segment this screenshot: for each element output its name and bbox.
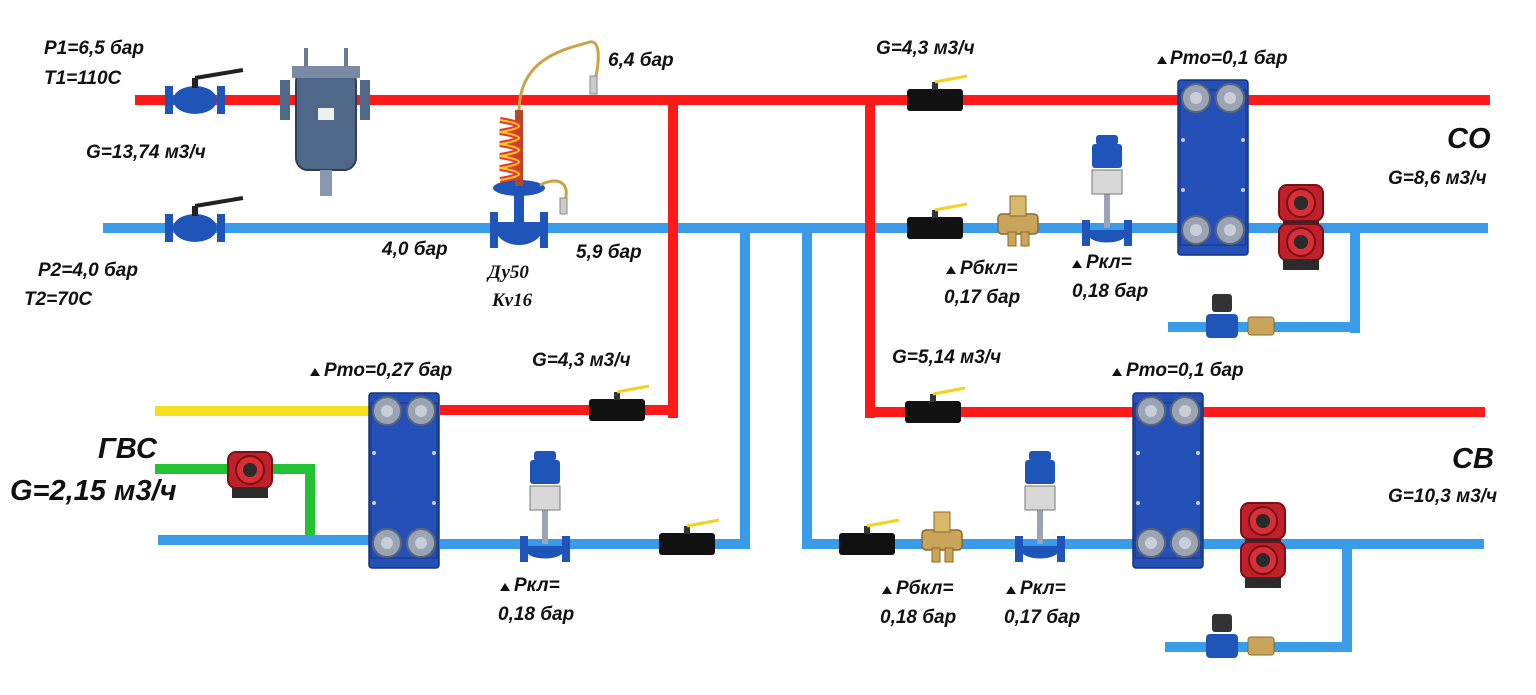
delta-icon [1112, 368, 1122, 376]
heating-return-weld-valve-icon[interactable] [905, 202, 969, 241]
regulator-impulse-pressure: 6,4 бар [608, 50, 674, 71]
inlet-return-ball-valve-icon[interactable] [163, 196, 245, 244]
dhw-hx-dp: Pто=0,27 бар [324, 360, 452, 381]
vent-return-weld-valve-icon[interactable] [837, 518, 901, 557]
vent-flow: G=10,3 м3/ч [1388, 486, 1497, 507]
heating-system-name: СО [1447, 123, 1491, 155]
dhw-plate-heat-exchanger-icon [368, 392, 440, 569]
vent-hx-dp: Pто=0,1 бар [1126, 360, 1244, 381]
main-return-pipe [103, 223, 1488, 233]
vent-control-dp-label: Pкл= [1020, 578, 1066, 599]
delta-icon [1072, 260, 1082, 268]
heating-supply-weld-valve-icon[interactable] [905, 74, 969, 113]
delta-icon [1006, 586, 1016, 594]
heating-supply-branch [865, 100, 875, 418]
dhw-control-dp-label: Pкл= [514, 575, 560, 596]
regulator-dn: Ду50 [486, 262, 529, 283]
heating-hx-dp: Pто=0,1 бар [1170, 48, 1288, 69]
inlet-supply-pressure: P1=6,5 бар [44, 38, 144, 59]
dhw-pump-icon[interactable] [227, 451, 273, 499]
heating-plate-heat-exchanger-icon [1177, 79, 1249, 256]
inlet-supply-ball-valve-icon[interactable] [163, 68, 245, 116]
dhw-cold-pipe-b [305, 464, 315, 540]
vent-pump-2-icon[interactable] [1240, 541, 1286, 589]
vent-system-name: СВ [1452, 443, 1494, 475]
dhw-return-pipe [440, 539, 750, 549]
vent-primary-flow: G=5,14 м3/ч [892, 347, 1001, 368]
inlet-return-temp: T2=70C [24, 289, 92, 310]
heating-flow: G=8,6 м3/ч [1388, 168, 1487, 189]
regulator-kv: Kv16 [491, 290, 533, 311]
delta-icon [882, 586, 892, 594]
delta-icon [500, 583, 510, 591]
inlet-supply-temp: T1=110C [44, 68, 122, 89]
vent-return-riser [802, 233, 812, 549]
heating-control-dp-label: Pкл= [1086, 252, 1132, 273]
heating-control-dp-value: 0,18 бар [1072, 281, 1148, 302]
vent-supply-weld-valve-icon[interactable] [903, 386, 967, 425]
vent-plate-heat-exchanger-icon [1132, 392, 1204, 569]
delta-icon [1157, 56, 1167, 64]
heating-balancing-valve-icon[interactable] [997, 195, 1039, 247]
heating-balancing-dp-label: Pбкл= [960, 258, 1017, 279]
vent-loop-riser [1342, 544, 1352, 652]
labels: P1=6,5 бар T1=110C G=13,74 м3/ч P2=4,0 б… [10, 38, 1497, 628]
dhw-return-riser [740, 233, 750, 549]
dhw-supply-weld-valve-icon[interactable] [587, 384, 651, 423]
vent-balancing-valve-icon[interactable] [921, 511, 963, 563]
dhw-circ-return [158, 535, 370, 545]
dhw-supply-pipe [440, 405, 678, 415]
vent-balancing-dp-label: Pбкл= [896, 578, 953, 599]
delta-icon [946, 266, 956, 274]
delta-icon [310, 368, 320, 376]
vent-control-dp-value: 0,17 бар [1004, 607, 1080, 628]
vent-balancing-dp-value: 0,18 бар [880, 607, 956, 628]
inlet-flow: G=13,74 м3/ч [86, 142, 206, 163]
heating-loop-riser [1350, 228, 1360, 333]
dhw-flow: G=2,15 м3/ч [10, 475, 177, 507]
heating-balancing-dp-value: 0,17 бар [944, 287, 1020, 308]
inlet-return-pressure: P2=4,0 бар [38, 260, 138, 281]
regulator-before-pressure: 4,0 бар [381, 239, 448, 260]
regulator-after-pressure: 5,9 бар [576, 242, 642, 263]
dhw-return-weld-valve-icon[interactable] [657, 518, 721, 557]
dhw-hot-pipe [155, 406, 370, 416]
main-supply-pipe [135, 95, 1490, 105]
pressure-regulator-icon [490, 40, 600, 248]
strainer-filter-icon [280, 48, 370, 196]
dhw-control-dp-value: 0,18 бар [498, 604, 574, 625]
dhw-supply-riser [668, 100, 678, 418]
heating-primary-flow: G=4,3 м3/ч [876, 38, 975, 59]
heating-pump-2-icon[interactable] [1278, 223, 1324, 271]
dhw-system-name: ГВС [98, 433, 158, 465]
dhw-primary-flow: G=4,3 м3/ч [532, 350, 631, 371]
